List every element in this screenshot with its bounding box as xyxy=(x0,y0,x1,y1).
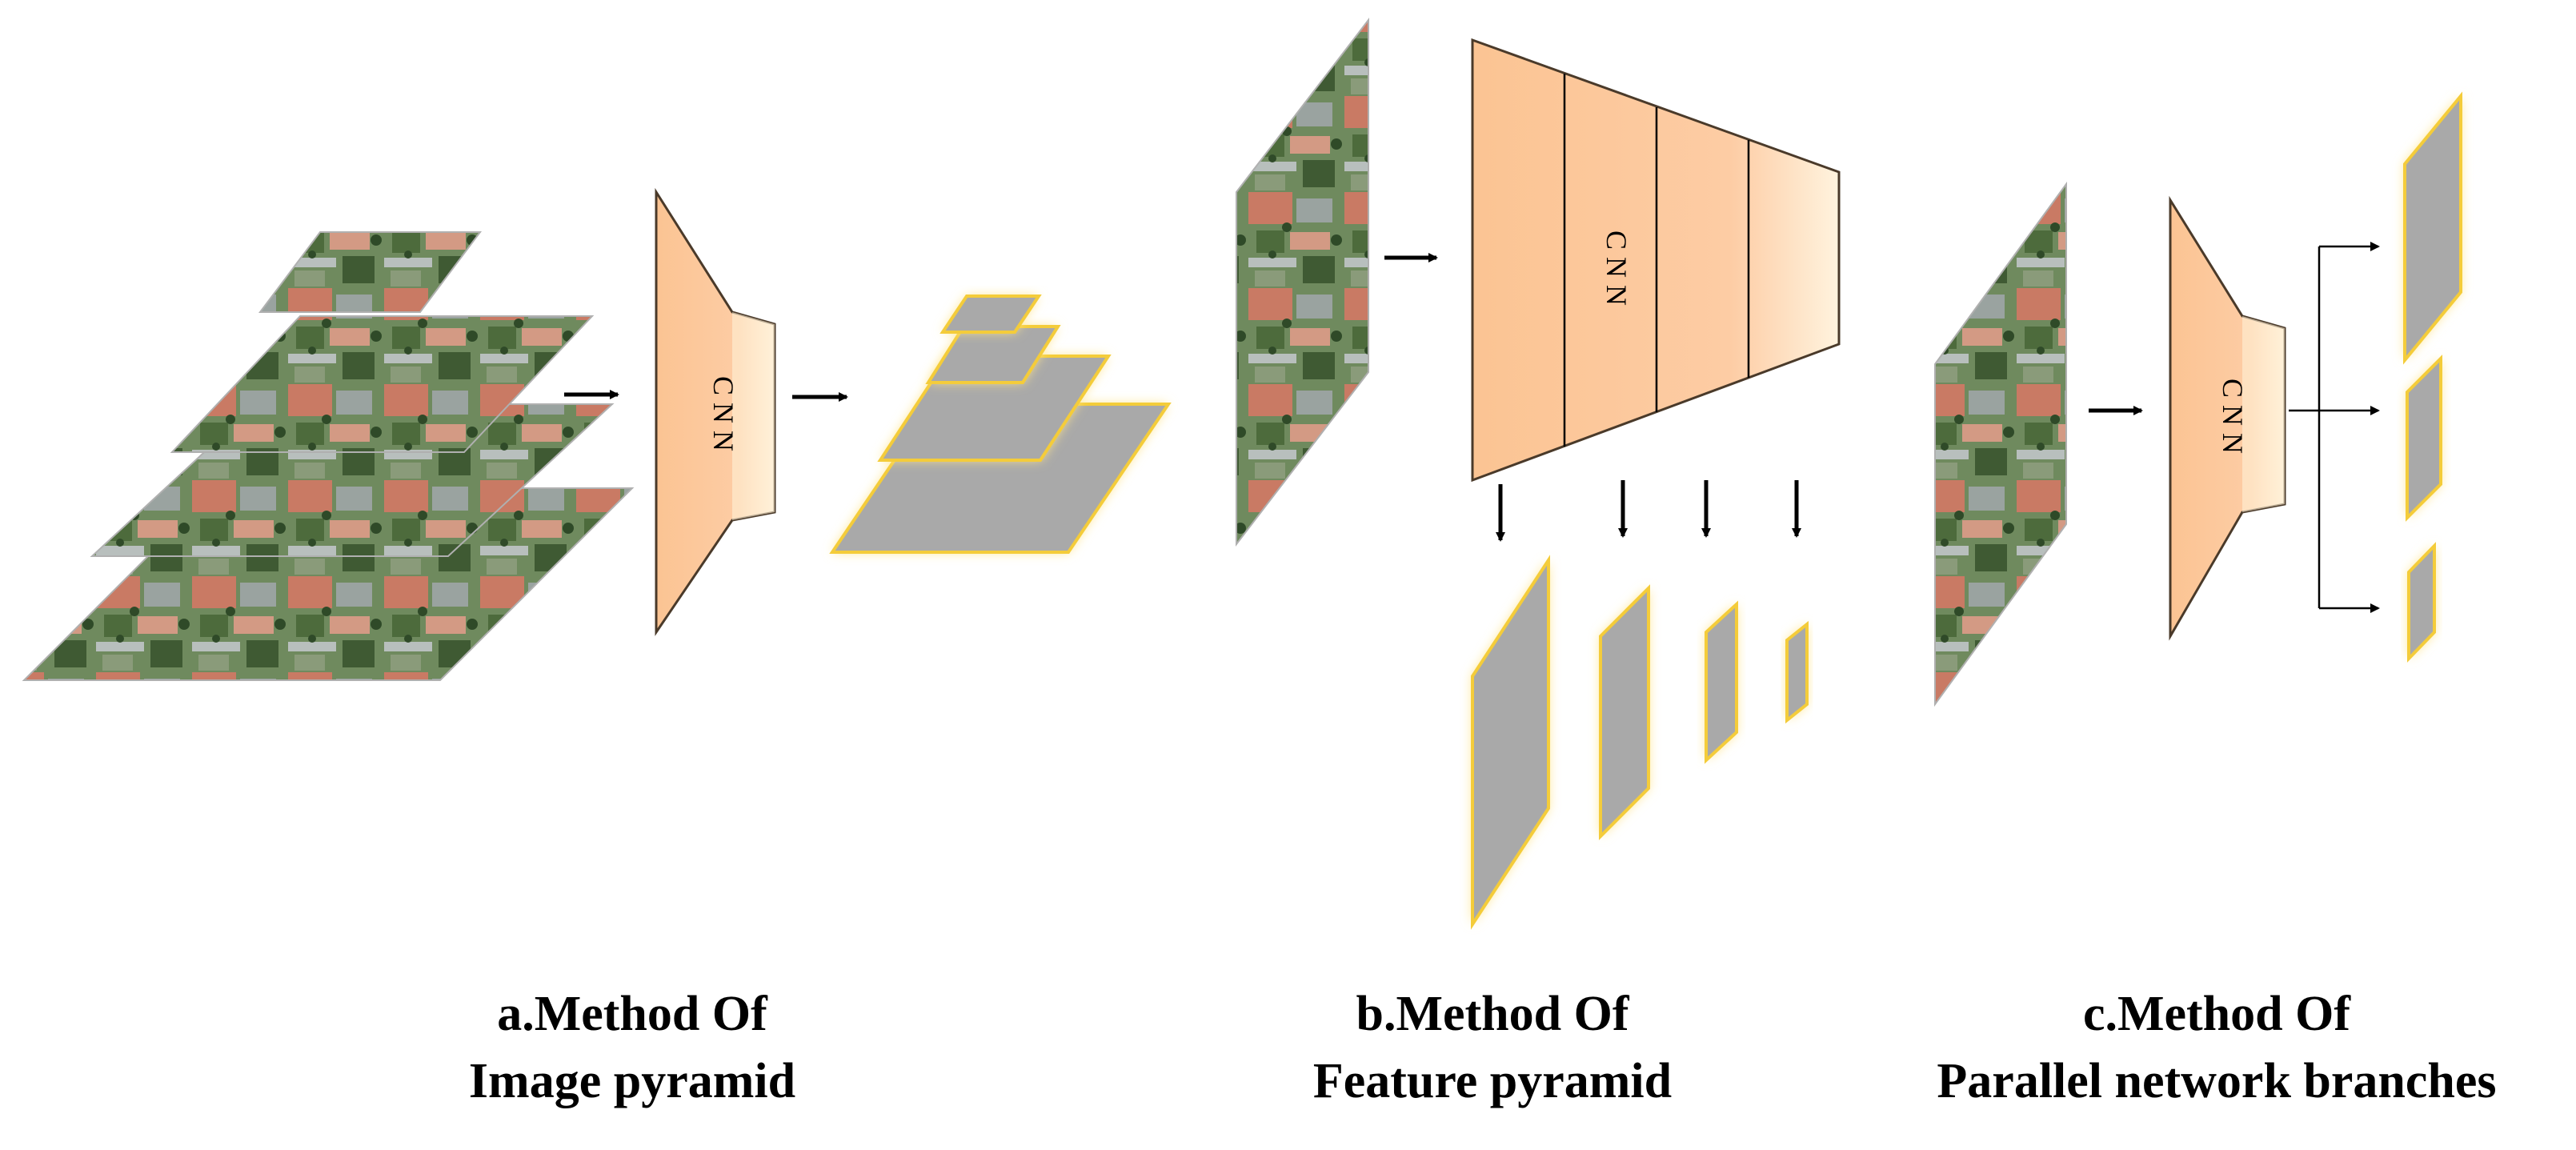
aerial-image-small xyxy=(170,315,595,453)
caption-c-line1: c.Method Of xyxy=(2082,987,2351,1041)
cnn-label-b: C N N xyxy=(1600,230,1633,306)
feature-map-b-4 xyxy=(1785,620,1809,724)
feature-map-b-1 xyxy=(1471,555,1550,930)
cnn-label-c: C N N xyxy=(2217,379,2249,454)
feature-map-b-3 xyxy=(1705,600,1738,764)
cnn-trapezoid-a-shade xyxy=(732,312,775,520)
feature-map-a-small xyxy=(925,325,1061,384)
aerial-image-smallest xyxy=(258,231,482,313)
caption-image-pyramid: a.Method Of Image pyramid xyxy=(304,980,960,1115)
caption-feature-pyramid: b.Method Of Feature pyramid xyxy=(1160,980,1825,1115)
caption-b-line2: Feature pyramid xyxy=(1312,1054,1673,1108)
output-feature-maps-a xyxy=(829,295,1172,554)
aerial-image-b xyxy=(1236,18,1369,547)
cnn-block-c: C N N xyxy=(2169,195,2286,641)
cnn-block-b: C N N xyxy=(1471,38,1841,483)
cnn-block-a: C N N xyxy=(655,187,776,636)
feature-map-c-small xyxy=(2407,542,2436,663)
panel-c-parallel-branches: C N N xyxy=(1934,91,2462,707)
branch-connectors xyxy=(2289,242,2380,613)
caption-c-line2: Parallel network branches xyxy=(1937,1054,2497,1108)
output-feature-maps-b xyxy=(1471,555,1809,930)
cnn-label-a: C N N xyxy=(707,376,739,451)
feature-map-a-smallest xyxy=(939,295,1042,334)
caption-b-line1: b.Method Of xyxy=(1356,987,1629,1041)
caption-parallel-branches: c.Method Of Parallel network branches xyxy=(1865,980,2569,1115)
panel-a-image-pyramid: C N N xyxy=(22,187,1172,681)
cnn-trapezoid-c-shade xyxy=(2242,316,2285,512)
aerial-image-c xyxy=(1934,181,2067,707)
caption-a-line2: Image pyramid xyxy=(468,1054,796,1108)
feature-map-c-large xyxy=(2403,91,2462,365)
panel-b-feature-pyramid: C N N xyxy=(1236,18,1841,930)
input-image-stack xyxy=(22,231,635,681)
caption-a-line1: a.Method Of xyxy=(497,987,767,1041)
feature-map-c-medium xyxy=(2406,355,2442,522)
output-feature-maps-c xyxy=(2403,91,2462,663)
feature-map-b-2 xyxy=(1599,584,1650,840)
